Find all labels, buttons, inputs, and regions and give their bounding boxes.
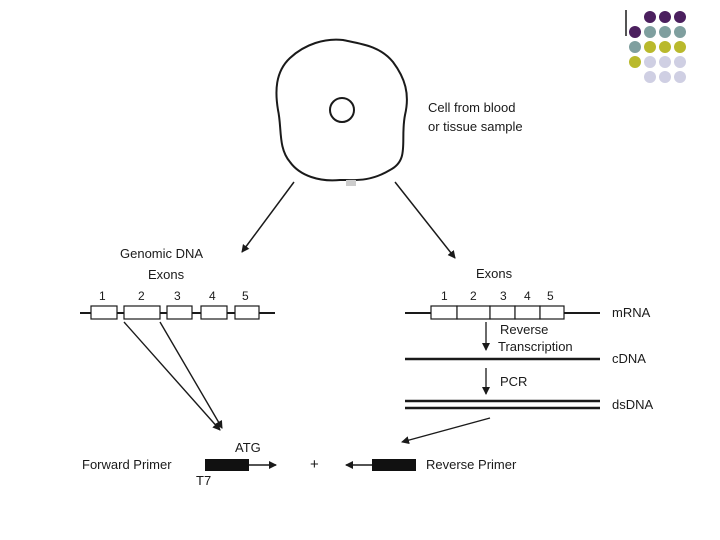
decor-dot-lavender [674,71,686,83]
arrow-to-mrna [394,181,456,259]
decor-dot-purple [659,11,671,23]
cell-caption-line2: or tissue sample [428,119,523,134]
genomic-exon-number-2: 2 [138,289,145,303]
mrna-exon-number-3: 3 [500,289,507,303]
arrow-exon1-to-primer [123,321,221,431]
decor-dot-olive [629,56,641,68]
decor-dot-teal [629,41,641,53]
decor-dot-lavender [674,56,686,68]
cdna-label: cDNA [612,351,646,366]
genomic-exon-row [90,305,260,320]
arrow-to-genomic-dna [241,181,295,253]
genomic-exon-3 [166,305,193,320]
rt-label-line1: Reverse [500,322,548,337]
genomic-exon-4 [200,305,228,320]
reverse-primer-label: Reverse Primer [426,457,517,472]
decor-dot-lavender [644,56,656,68]
plus-sign: + [310,456,319,473]
rt-label-line2: Transcription [498,339,573,354]
mrna-exon-5 [539,305,565,320]
decor-dot-teal [659,26,671,38]
cell-nucleus [329,97,355,123]
forward-primer-label: Forward Primer [82,457,172,472]
genomic-exon-1 [90,305,118,320]
genomic-exon-number-3: 3 [174,289,181,303]
decor-dot-teal [674,26,686,38]
decor-dot-lavender [659,71,671,83]
genomic-exon-number-5: 5 [242,289,249,303]
mrna-exon-1 [430,305,458,320]
forward-primer-block [205,459,249,471]
genomic-dna-title: Genomic DNA [120,246,203,261]
mrna-exon-3 [489,305,516,320]
mrna-exon-number-4: 4 [524,289,531,303]
genomic-exon-number-4: 4 [209,289,216,303]
arrow-exon2-to-primer [159,321,223,429]
pcr-label: PCR [500,374,527,389]
decor-dot-lavender [644,71,656,83]
decor-dot-teal [644,26,656,38]
mrna-exon-4 [514,305,541,320]
t7-label: T7 [196,473,211,488]
mrna-exon-2 [456,305,491,320]
decor-dot-olive [674,41,686,53]
mrna-exon-number-2: 2 [470,289,477,303]
atg-label: ATG [235,440,261,455]
mrna-exon-number-5: 5 [547,289,554,303]
decor-dot-olive [659,41,671,53]
decor-dot-olive [644,41,656,53]
genomic-exon-number-1: 1 [99,289,106,303]
arrow-dsdna-to-reverse-primer [401,417,491,445]
genomic-exon-5 [234,305,260,320]
mrna-exons-label: Exons [476,266,513,281]
decorative-dot-grid [629,11,686,83]
decor-dot-purple [674,11,686,23]
mrna-label: mRNA [612,305,651,320]
dsdna-label: dsDNA [612,397,654,412]
decor-dot-lavender [659,56,671,68]
reverse-primer-block [372,459,416,471]
genomic-exon-2 [123,305,161,320]
decor-dot-purple [629,26,641,38]
decor-dot-purple [644,11,656,23]
genomic-exons-label: Exons [148,267,185,282]
cell-caption-line1: Cell from blood [428,100,515,115]
mrna-exon-row [430,305,565,320]
cell-notch [346,180,356,186]
mrna-exon-number-1: 1 [441,289,448,303]
